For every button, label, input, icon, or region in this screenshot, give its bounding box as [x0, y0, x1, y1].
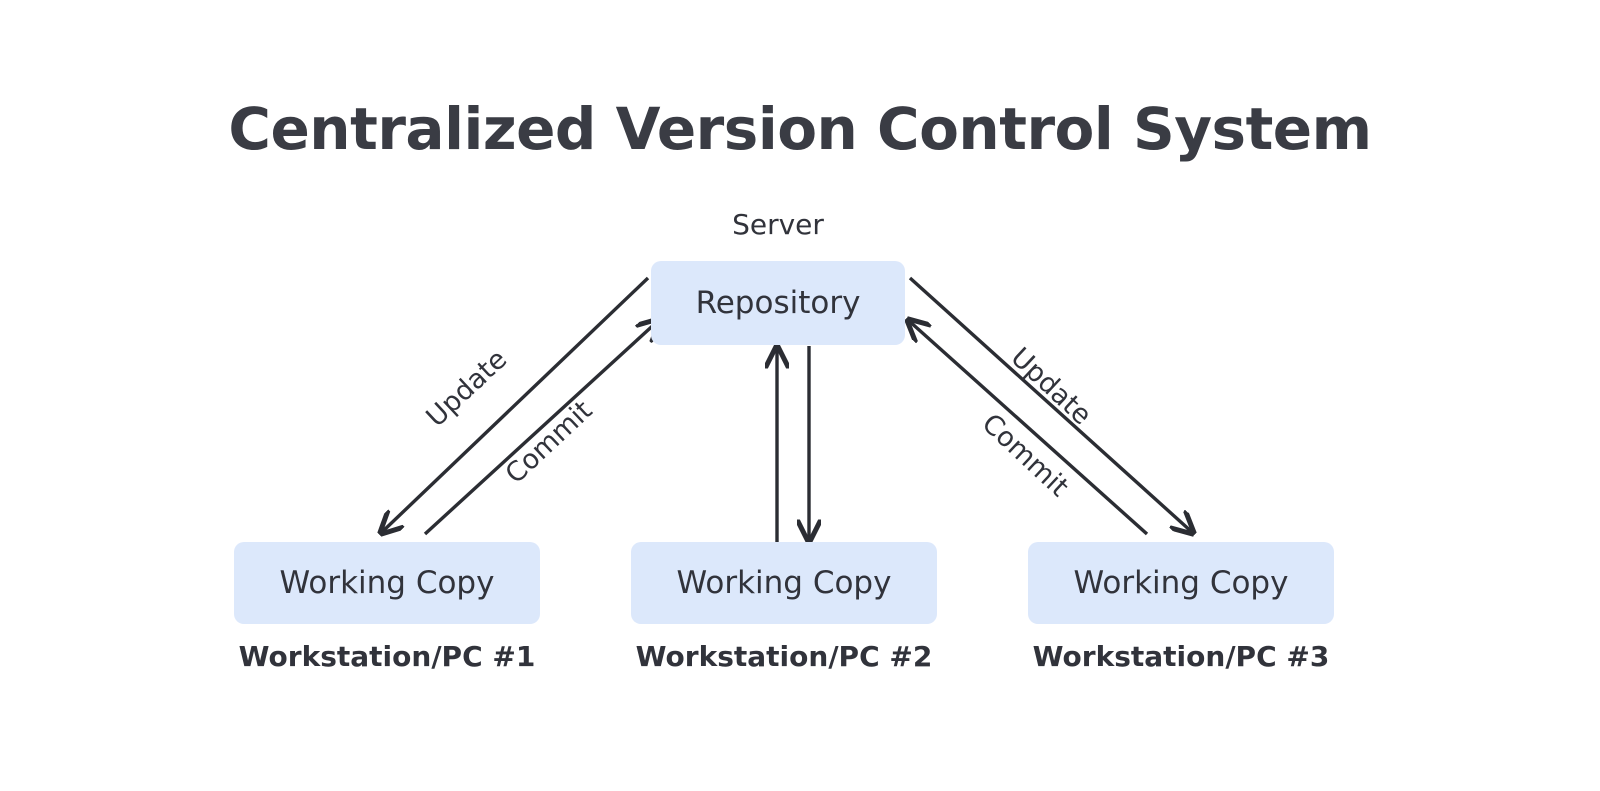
arrow-update-left: [381, 276, 650, 533]
arrow-update-right: [908, 276, 1193, 533]
workstation-caption-2: Workstation/PC #2: [635, 640, 933, 673]
working-copy-box-1[interactable]: Working Copy: [234, 542, 540, 624]
arrow-commit-left: [423, 320, 659, 536]
working-copy-box-2[interactable]: Working Copy: [631, 542, 937, 624]
workstation-caption-3: Workstation/PC #3: [1032, 640, 1330, 673]
repository-box[interactable]: Repository: [651, 261, 905, 345]
arrow-commit-right: [908, 320, 1149, 536]
server-caption: Server: [732, 208, 824, 241]
working-copy-box-3[interactable]: Working Copy: [1028, 542, 1334, 624]
workstation-caption-1: Workstation/PC #1: [238, 640, 536, 673]
page-title: Centralized Version Control System: [228, 95, 1372, 163]
